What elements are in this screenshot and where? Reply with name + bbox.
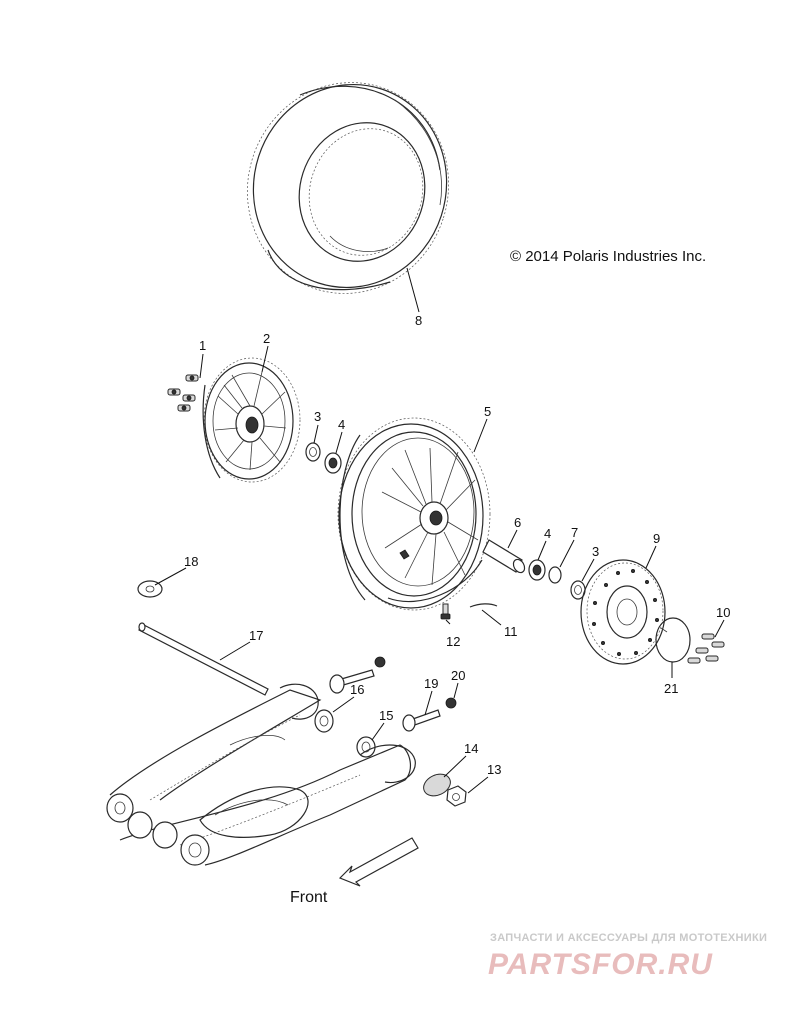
pivot-bolt-left — [329, 669, 375, 694]
callout-16: 16 — [350, 682, 364, 697]
watermark-brand: PARTSFOR.RU — [488, 948, 713, 981]
swingarm — [106, 683, 416, 866]
axle-spacer — [482, 539, 526, 574]
leader-lines — [154, 267, 725, 794]
callout-13: 13 — [487, 762, 501, 777]
callout-labels: 1 2 3 4 5 6 4 7 3 9 8 18 17 16 19 20 15 … — [184, 313, 730, 777]
bushing-16 — [314, 709, 334, 733]
callout-7: 7 — [571, 525, 578, 540]
callout-10: 10 — [716, 605, 730, 620]
callout-3-right: 3 — [592, 544, 599, 559]
callout-11: 11 — [504, 624, 518, 639]
circlip — [548, 566, 562, 584]
callout-14: 14 — [464, 741, 478, 756]
pivot-nut-top — [374, 656, 386, 668]
callout-1: 1 — [199, 338, 206, 353]
copyright-text: © 2014 Polaris Industries Inc. — [510, 248, 706, 265]
tire — [247, 82, 449, 294]
callout-3-left: 3 — [314, 409, 321, 424]
adjuster-plate — [423, 773, 451, 797]
abs-ring — [655, 617, 691, 663]
callout-12: 12 — [446, 634, 460, 649]
bearing-right — [528, 559, 546, 581]
rear-axle — [138, 622, 269, 696]
front-label: Front — [290, 889, 328, 906]
pivot-bolt-right — [402, 709, 441, 732]
front-arrow — [338, 837, 419, 887]
wheel-weight — [469, 603, 498, 608]
axle-nut — [446, 785, 467, 807]
callout-2: 2 — [263, 331, 270, 346]
callout-8: 8 — [415, 313, 422, 328]
callout-5: 5 — [484, 404, 491, 419]
callout-19: 19 — [424, 676, 438, 691]
spacer-left — [305, 442, 321, 462]
callout-20: 20 — [451, 668, 465, 683]
callout-4-left: 4 — [338, 417, 345, 432]
bearing-left — [324, 452, 342, 474]
callout-6: 6 — [514, 515, 521, 530]
watermark-tagline: ЗАПЧАСТИ И АКСЕССУАРЫ ДЛЯ МОТОТЕХНИКИ — [490, 932, 767, 944]
callout-18: 18 — [184, 554, 198, 569]
valve-stem — [440, 603, 451, 620]
rear-pulley — [202, 357, 301, 483]
callout-9: 9 — [653, 531, 660, 546]
brake-disc — [580, 559, 666, 665]
callout-21: 21 — [664, 681, 678, 696]
callout-17: 17 — [249, 628, 263, 643]
callout-15: 15 — [379, 708, 393, 723]
callout-4-right: 4 — [544, 526, 551, 541]
disc-bolts — [687, 633, 725, 664]
pulley-bolts — [167, 374, 199, 412]
rear-wheel — [337, 417, 491, 611]
nut-20 — [445, 697, 457, 709]
